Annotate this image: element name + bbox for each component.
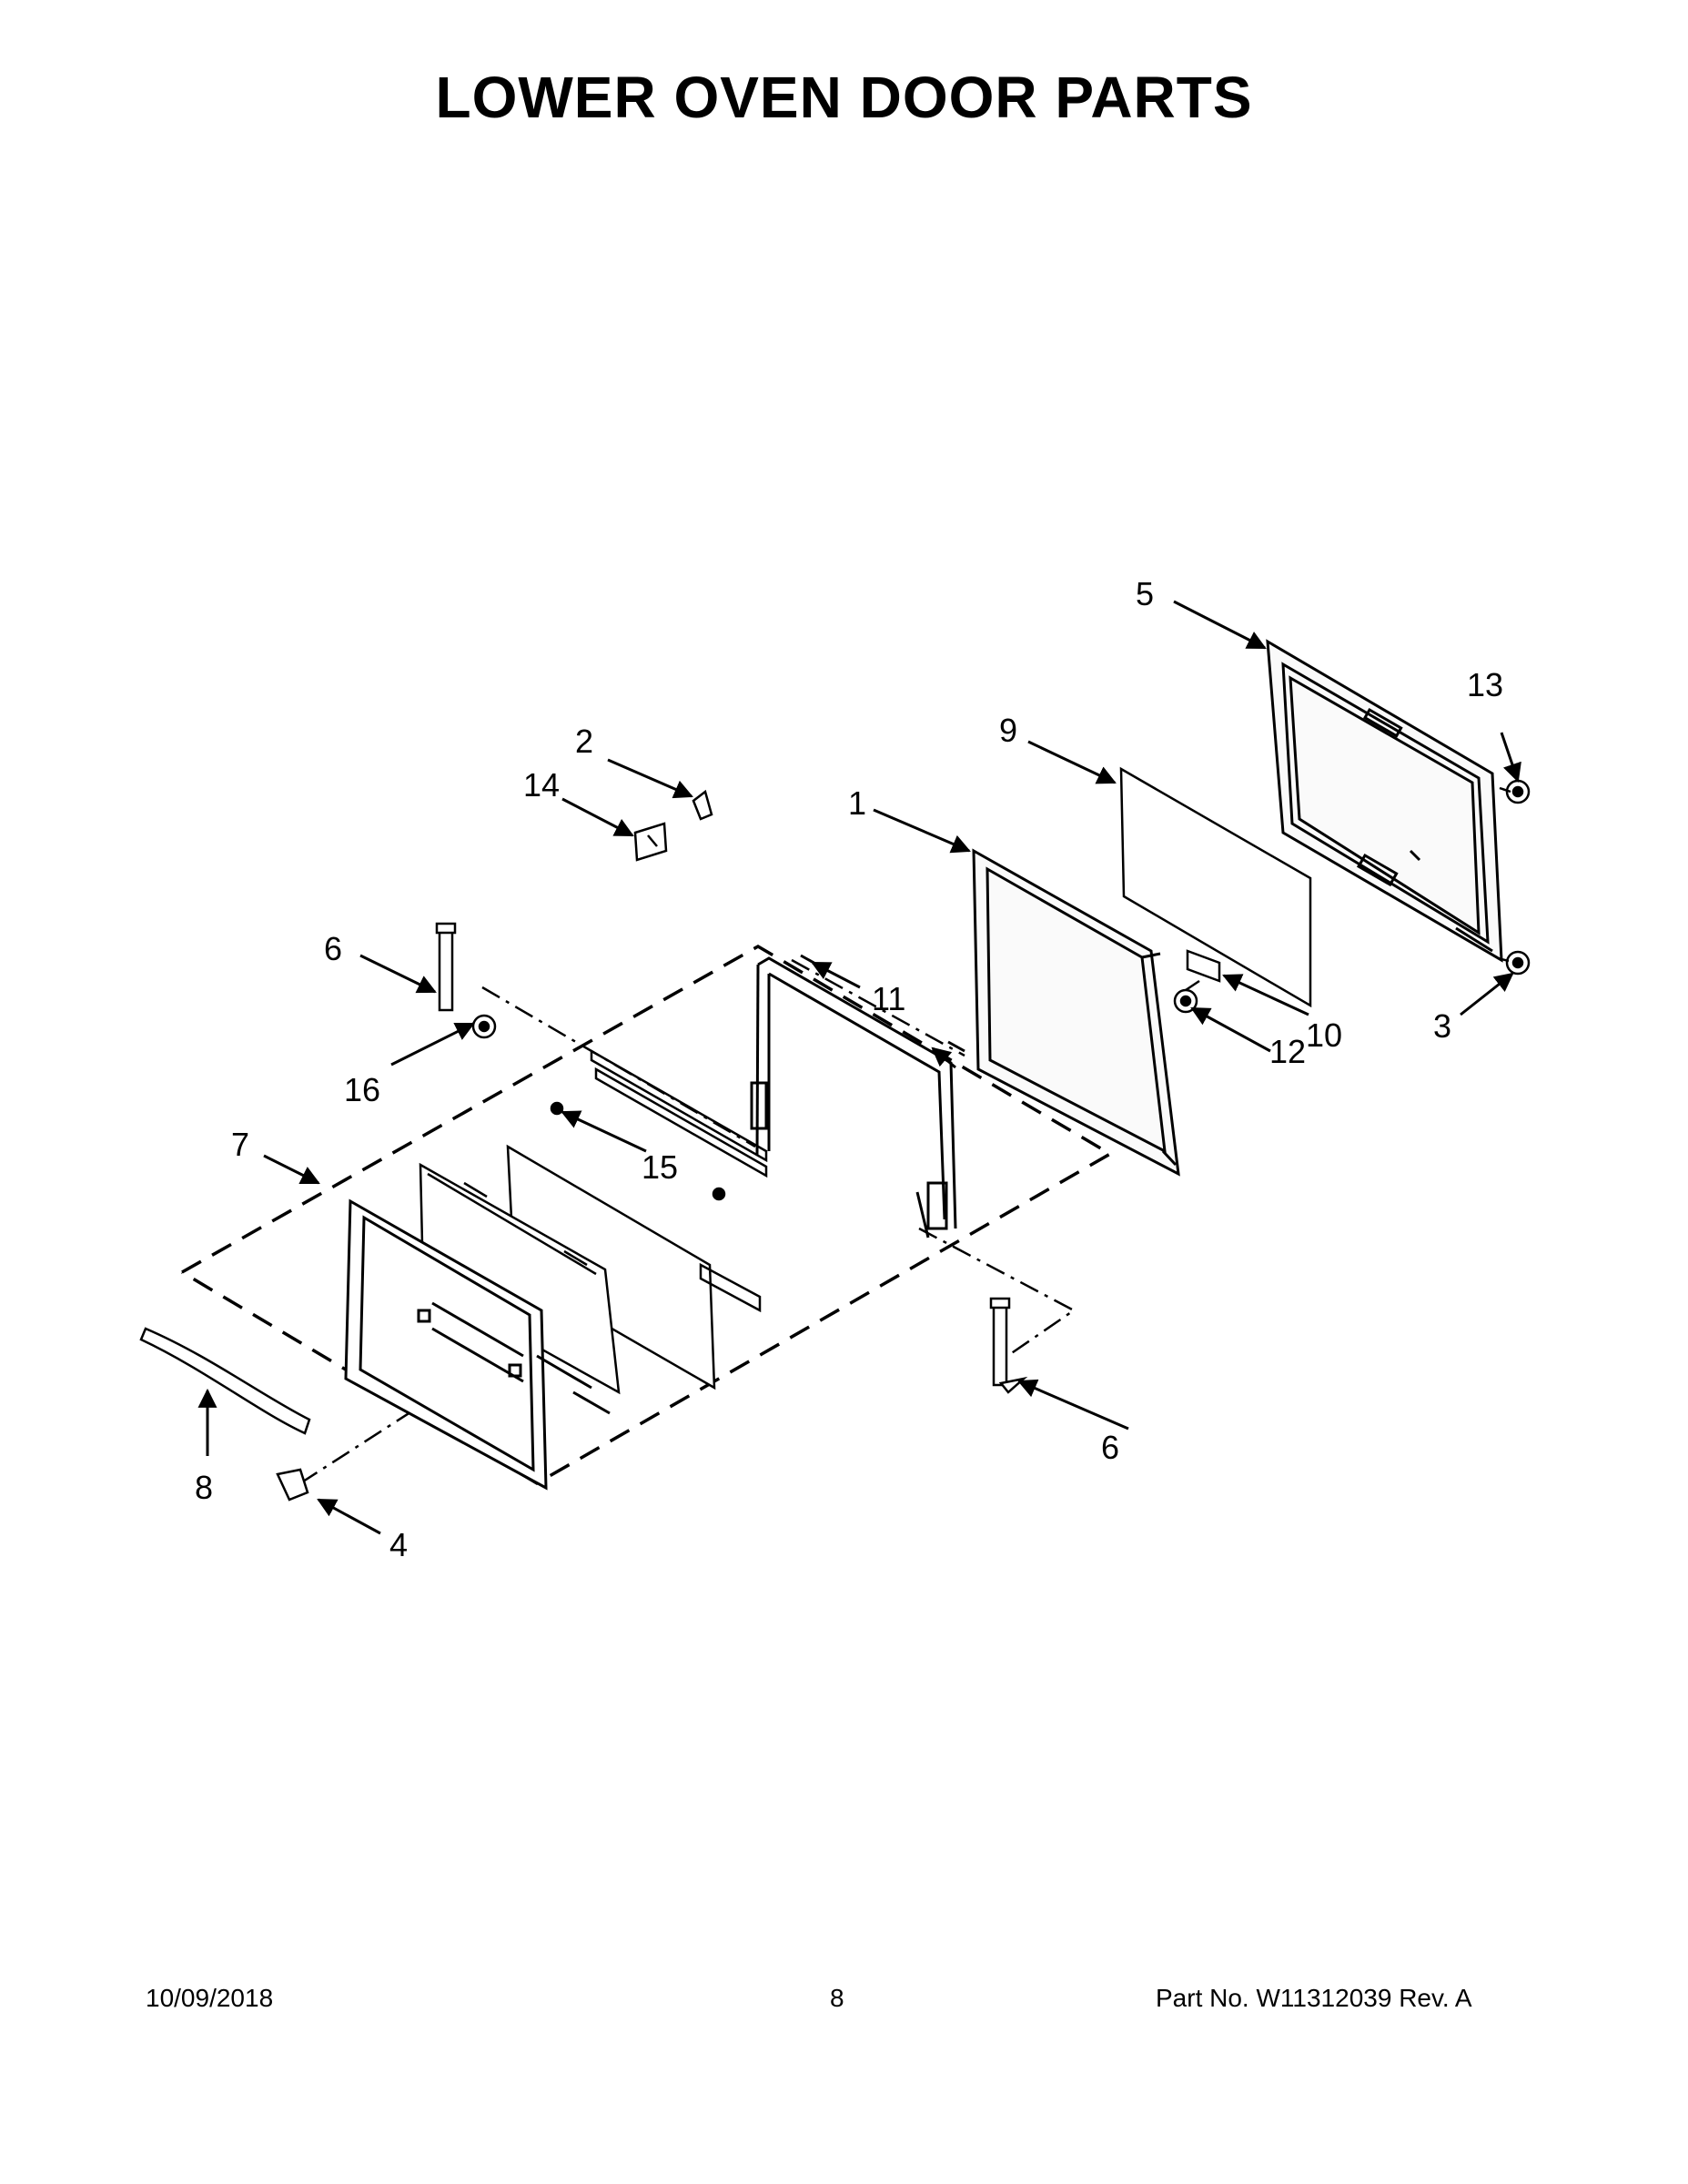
callout-3: 3 bbox=[1433, 1007, 1451, 1045]
callout-13: 13 bbox=[1467, 666, 1503, 703]
part-1-inner-frame bbox=[972, 848, 1180, 1177]
part-9-inner-glass bbox=[1119, 766, 1312, 1008]
door-assembly-outline bbox=[181, 944, 1114, 1486]
callout-4: 4 bbox=[389, 1526, 408, 1563]
part-13-screw bbox=[1499, 779, 1531, 804]
callout-16: 16 bbox=[344, 1071, 380, 1108]
part-8-handle bbox=[139, 1327, 311, 1435]
footer-part-number: Part No. W11312039 Rev. A bbox=[1156, 1984, 1472, 2012]
leader-arrows bbox=[197, 600, 1521, 1535]
part-4-hinge-receiver bbox=[276, 1468, 309, 1502]
part-15-strips bbox=[550, 1048, 768, 1313]
door-channel-frame bbox=[750, 956, 957, 1239]
part-16-screw bbox=[471, 1014, 497, 1039]
part-12-screw bbox=[1173, 979, 1200, 1014]
callout-1: 1 bbox=[848, 784, 866, 822]
callout-labels: 1 2 3 4 5 6 6 7 8 9 10 11 12 13 14 15 16 bbox=[195, 575, 1503, 1563]
callout-8: 8 bbox=[195, 1469, 213, 1506]
callout-11: 11 bbox=[872, 980, 905, 1017]
callout-15: 15 bbox=[642, 1148, 678, 1186]
callout-2: 2 bbox=[575, 723, 593, 760]
outer-door-glass bbox=[344, 1198, 611, 1491]
callout-7: 7 bbox=[231, 1126, 249, 1163]
page-title: LOWER OVEN DOOR PARTS bbox=[435, 65, 1253, 130]
part-10-clip bbox=[1186, 949, 1221, 983]
callout-5: 5 bbox=[1136, 575, 1154, 612]
part-3-screw bbox=[1497, 950, 1531, 976]
callout-6-upper: 6 bbox=[324, 930, 342, 967]
part-6-hinge-lower bbox=[989, 1297, 1028, 1394]
footer-page-number: 8 bbox=[830, 1984, 844, 2012]
footer-date: 10/09/2018 bbox=[146, 1984, 274, 2012]
callout-9: 9 bbox=[999, 712, 1017, 749]
callout-14: 14 bbox=[523, 766, 560, 804]
callout-12: 12 bbox=[1269, 1033, 1306, 1070]
callout-10: 10 bbox=[1306, 1016, 1342, 1054]
part-14-latch bbox=[633, 822, 668, 862]
part-6-hinge-upper bbox=[435, 922, 457, 1012]
part-2-bracket bbox=[692, 789, 713, 821]
callout-6-lower: 6 bbox=[1101, 1429, 1119, 1466]
